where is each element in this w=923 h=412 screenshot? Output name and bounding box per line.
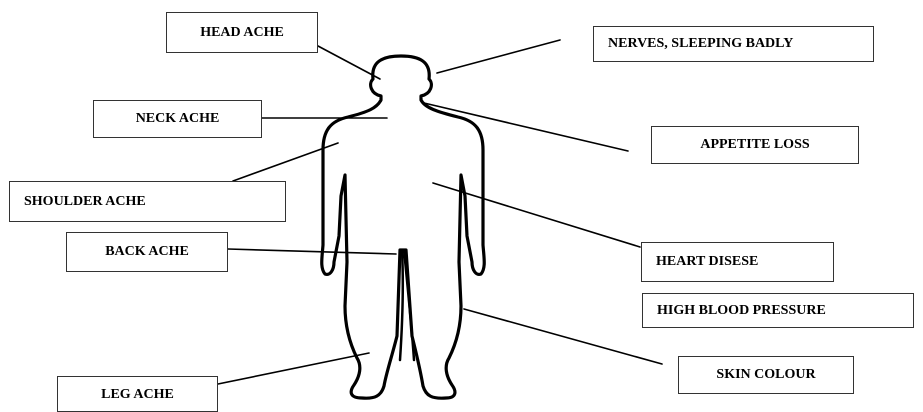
label-high-blood-pressure: HIGH BLOOD PRESSURE [642,293,914,328]
label-back-ache: BACK ACHE [66,232,228,272]
label-leg-ache: LEG ACHE [57,376,218,412]
leader-leg-ache [218,353,369,384]
label-nerves: NERVES, SLEEPING BADLY [593,26,874,62]
inner-leg-right [404,250,414,360]
leader-heart-disease [433,183,640,247]
label-skin-colour: SKIN COLOUR [678,356,854,394]
label-shoulder-ache: SHOULDER ACHE [9,181,286,222]
leader-head-ache [318,46,380,79]
leader-nerves [437,40,560,73]
leader-back-ache [228,249,396,254]
body-outline [322,56,485,398]
leader-skin-colour [464,309,662,364]
label-neck-ache: NECK ACHE [93,100,262,138]
leader-appetite-loss [424,103,628,151]
label-appetite-loss: APPETITE LOSS [651,126,859,164]
label-heart-disease: HEART DISESE [641,242,834,282]
label-head-ache: HEAD ACHE [166,12,318,53]
